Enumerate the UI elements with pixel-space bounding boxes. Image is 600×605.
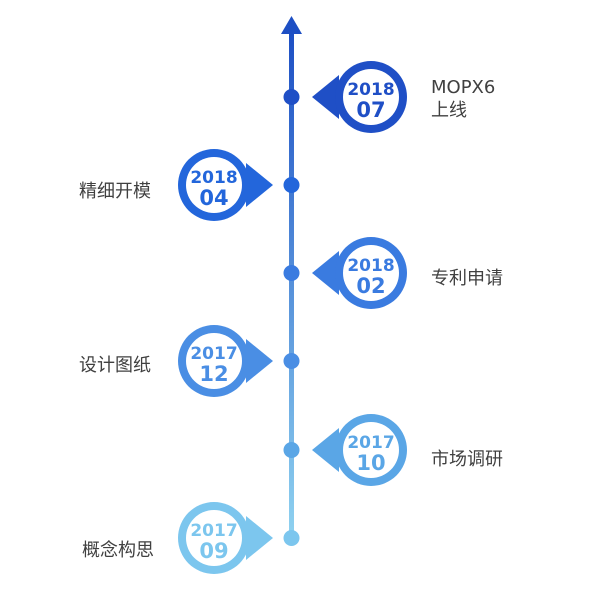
milestone-4-month: 10 <box>356 451 385 475</box>
milestone-3-year: 2017 <box>190 344 237 364</box>
milestone-1-month: 04 <box>199 186 228 210</box>
milestone-label-3: 设计图纸 <box>79 354 151 377</box>
milestone-label-5-line-1: 概念构思 <box>82 540 154 561</box>
milestone-label-2: 专利申请 <box>431 267 503 290</box>
milestone-5-month: 09 <box>199 539 228 563</box>
milestone-0-year: 2018 <box>347 80 394 100</box>
milestone-5-dot <box>283 530 300 546</box>
milestone-1-badge-inner <box>186 157 242 213</box>
timeline-axis <box>289 30 294 538</box>
milestone-3-month: 12 <box>199 362 228 386</box>
milestone-label-2-line-1: 专利申请 <box>431 268 503 289</box>
milestone-4-pointer <box>312 428 339 472</box>
milestone-0-dot <box>283 89 300 105</box>
milestone-3-dot <box>283 353 300 369</box>
milestone-label-5: 概念构思 <box>82 539 154 562</box>
milestone-2-year: 2018 <box>347 256 394 276</box>
milestone-0-month: 07 <box>356 98 385 122</box>
milestone-2-month: 02 <box>356 274 385 298</box>
milestone-1-pointer <box>246 163 273 207</box>
milestone-label-1-line-1: 精细开模 <box>79 181 151 202</box>
milestone-label-0-line-2: 上线 <box>431 100 467 121</box>
milestone-3-badge-inner <box>186 333 242 389</box>
timeline-arrow-icon <box>281 16 302 34</box>
milestone-1-year: 2018 <box>190 168 237 188</box>
milestone-1-dot <box>283 177 300 193</box>
milestone-label-0-line-1: MOPX6 <box>431 77 496 98</box>
milestone-label-4: 市场调研 <box>431 448 503 471</box>
milestone-0-badge-inner <box>343 69 399 125</box>
milestone-label-0: MOPX6 上线 <box>431 76 495 122</box>
milestone-0-pointer <box>312 75 339 119</box>
milestone-5-badge-inner <box>186 510 242 566</box>
milestone-label-1: 精细开模 <box>79 180 151 203</box>
milestone-2-dot <box>283 265 300 281</box>
milestone-4-year: 2017 <box>347 433 394 453</box>
milestone-5-pointer <box>246 516 273 560</box>
milestone-4-dot <box>283 442 300 458</box>
milestone-4-badge-inner <box>343 422 399 478</box>
milestone-label-3-line-1: 设计图纸 <box>79 355 151 376</box>
milestone-2-badge-inner <box>343 245 399 301</box>
milestone-label-4-line-1: 市场调研 <box>431 449 503 470</box>
milestone-2-pointer <box>312 251 339 295</box>
milestone-3-pointer <box>246 339 273 383</box>
milestone-5-year: 2017 <box>190 521 237 541</box>
